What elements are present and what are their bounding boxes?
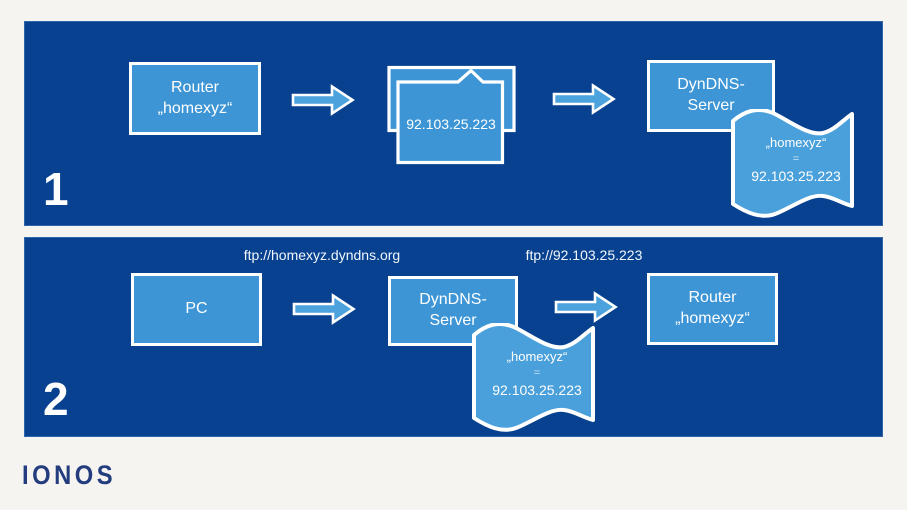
router-label-line2: „homexyz“ bbox=[675, 310, 750, 327]
router-label-line1: Router bbox=[688, 289, 737, 307]
dns-record-equals: = bbox=[533, 366, 541, 379]
dns-record-text: „homexyz“ = 92.103.25.223 bbox=[739, 135, 853, 184]
step-1-number: 1 bbox=[43, 163, 69, 215]
router-label-line2: „homexyz“ bbox=[157, 99, 233, 117]
arrow-right-icon bbox=[292, 292, 356, 326]
arrow-right-icon bbox=[552, 82, 616, 116]
step-2-number: 2 bbox=[43, 373, 69, 425]
pc-label: PC bbox=[185, 300, 208, 318]
dns-record-ip: 92.103.25.223 bbox=[492, 381, 582, 398]
dns-record-hostname: „homexyz“ bbox=[506, 349, 568, 364]
window-ip-address: 92.103.25.223 bbox=[406, 116, 496, 132]
dns-record-text: „homexyz“ = 92.103.25.223 bbox=[480, 349, 594, 398]
dns-record-flag-icon: „homexyz“ = 92.103.25.223 bbox=[729, 109, 857, 219]
arrow-right-icon bbox=[291, 83, 355, 117]
dns-record-equals: = bbox=[792, 152, 800, 165]
ionos-logo: IONOS bbox=[22, 460, 117, 490]
dns-record-hostname: „homexyz“ bbox=[765, 135, 827, 150]
dns-record-flag-icon: „homexyz“ = 92.103.25.223 bbox=[470, 323, 598, 433]
pc-box: PC bbox=[131, 273, 262, 346]
step-2-panel: 2 ftp://homexyz.dyndns.org ftp://92.103.… bbox=[24, 237, 883, 437]
ftp-ip-label: ftp://92.103.25.223 bbox=[525, 247, 643, 263]
dyndns-label-line1: DynDNS- bbox=[419, 291, 487, 309]
router-homexyz-box: Router „homexyz“ bbox=[647, 273, 778, 345]
dns-record-ip: 92.103.25.223 bbox=[751, 167, 841, 184]
router-homexyz-box: Router „homexyz“ bbox=[129, 62, 261, 135]
arrow-right-icon bbox=[554, 290, 618, 324]
dyndns-label-line2: Server bbox=[687, 97, 735, 114]
router-label-line1: Router bbox=[170, 78, 220, 96]
ip-notification-window-icon: 92.103.25.223 bbox=[387, 64, 516, 166]
dyndns-label-line1: DynDNS- bbox=[677, 76, 745, 94]
ftp-hostname-label: ftp://homexyz.dyndns.org bbox=[243, 247, 401, 263]
step-1-panel: 1 Router „homexyz“ 92.103.25.223 DynDNS-… bbox=[24, 21, 883, 226]
dyndns-label-line2: Server bbox=[429, 312, 477, 329]
dyndns-server-box: DynDNS- Server bbox=[647, 60, 775, 132]
